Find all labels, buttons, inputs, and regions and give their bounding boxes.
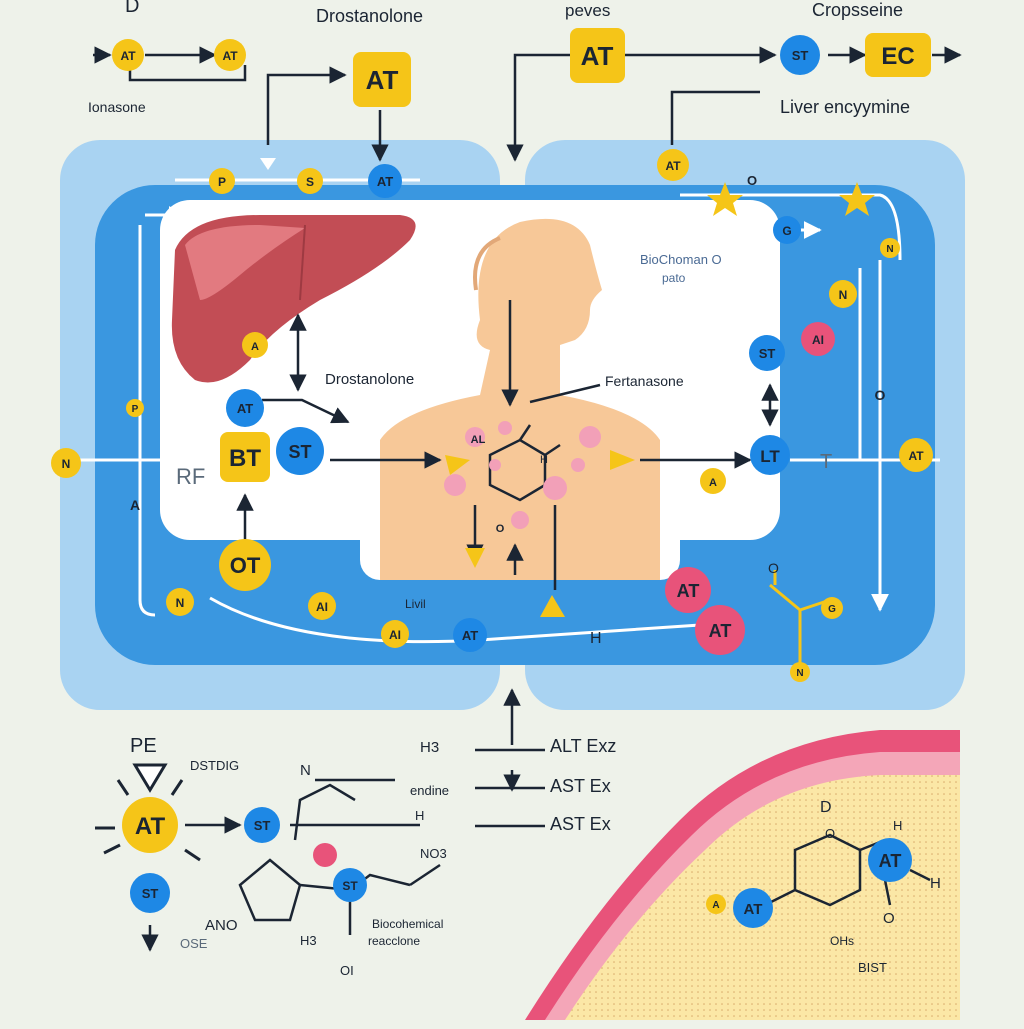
node-label: BT (229, 445, 261, 472)
node-label: AT (581, 41, 614, 71)
label-liver-enzyme: Liver encyymine (780, 97, 910, 117)
node-label: A (712, 900, 719, 911)
node-label: AT (677, 581, 700, 601)
label-dstdig: DSTDIG (190, 758, 239, 773)
node-label: N (176, 596, 185, 610)
node-label: O (875, 387, 886, 403)
node-label: P (218, 175, 226, 189)
node-label: ST (142, 886, 159, 901)
node-label: A (709, 477, 717, 489)
node-label: N (796, 668, 803, 679)
label-ohs: OHs (830, 934, 854, 948)
label-fertanasone: Fertanasone (605, 373, 684, 389)
label-h3-top: H3 (420, 739, 439, 756)
label-biochemical: Biocohemical (372, 917, 443, 931)
label-h3: H3 (300, 933, 317, 948)
label-h-3: H (415, 808, 424, 823)
tissue-illustration (525, 570, 960, 1020)
label-rf: RF (176, 464, 205, 489)
node-label: G (828, 604, 836, 615)
node-label: AT (744, 901, 763, 918)
node-label: AT (120, 49, 136, 63)
label-reactions: reacclone (368, 934, 420, 948)
node-label: EC (881, 43, 914, 70)
node-label: N (886, 244, 893, 255)
label-h-hex-2: H (930, 875, 941, 892)
node-label: ST (342, 879, 358, 893)
node-label: AT (135, 813, 166, 840)
label-h: H (540, 454, 548, 466)
node-label: N (839, 288, 848, 302)
node-label: AI (812, 333, 824, 347)
label-livil: Livil (405, 597, 426, 611)
node-label: ST (254, 818, 271, 833)
node-label: AT (222, 49, 238, 63)
label-drostanolone-top: Drostanolone (316, 6, 423, 26)
liver-illustration (171, 215, 416, 383)
node-label: AI (389, 628, 401, 642)
node-label: AL (471, 434, 486, 446)
label-biochem-path-2: pato (662, 271, 686, 285)
label-ionasone: Ionasone (88, 99, 146, 115)
label-endine: endine (410, 783, 449, 798)
node-label: AT (462, 628, 478, 643)
label-peves: peves (565, 1, 610, 20)
node-label: AI (316, 600, 328, 614)
label-ano: ANO (205, 917, 238, 934)
label-d-hex: D (820, 799, 832, 816)
node-label: S (306, 175, 314, 189)
node-label: OT (230, 553, 261, 578)
label-h-2: H (590, 630, 602, 647)
node-label: ST (288, 442, 311, 462)
label-d: D (125, 0, 139, 17)
label-pe: PE (130, 735, 157, 757)
node-label: O (747, 173, 757, 188)
node-label: AT (665, 159, 681, 173)
node-label: AT (709, 621, 732, 641)
label-no3: NO3 (420, 846, 447, 861)
label-h-hex-1: H (893, 818, 902, 833)
node-label: ST (759, 346, 776, 361)
label-drostanolone-mid: Drostanolone (325, 371, 414, 388)
label-alt-exz: ALT Exz (550, 736, 616, 756)
node-label: AT (879, 851, 902, 871)
node-label: LT (760, 447, 780, 466)
node-labels: AT AT AT AT ST EC P S AT AT G N N ST AI … (62, 41, 925, 918)
node-label: AT (366, 65, 399, 95)
label-ast-ex-2: AST Ex (550, 814, 611, 834)
label-ast-ex-1: AST Ex (550, 776, 611, 796)
label-bist: BIST (858, 960, 887, 975)
node-label: A (251, 341, 259, 353)
label-n: N (300, 762, 311, 779)
node-label: AT (237, 401, 253, 416)
label-cropsseine: Cropsseine (812, 0, 903, 20)
label-o-hex: O (825, 826, 835, 841)
node-label: A (130, 497, 140, 513)
label-t-right: T (820, 451, 832, 473)
label-biochem-path: BioChoman O (640, 252, 722, 267)
node-label: G (782, 224, 791, 238)
reaction-structure (238, 783, 441, 935)
node-label: P (132, 404, 139, 415)
node-layer (51, 28, 933, 928)
text-labels: D Ionasone Drostanolone peves Cropsseine… (88, 0, 941, 978)
node-label: O (496, 523, 505, 535)
molecule-dots (444, 421, 601, 529)
node-label: N (62, 457, 71, 471)
label-ose: OSE (180, 936, 208, 951)
label-oi: OI (340, 963, 354, 978)
label-o-hex-2: O (883, 910, 895, 927)
label-o-right: O (768, 560, 779, 576)
node-label: ST (792, 48, 809, 63)
decorations (95, 158, 875, 862)
node-label: AT (908, 449, 924, 463)
node-label: AT (377, 174, 393, 189)
